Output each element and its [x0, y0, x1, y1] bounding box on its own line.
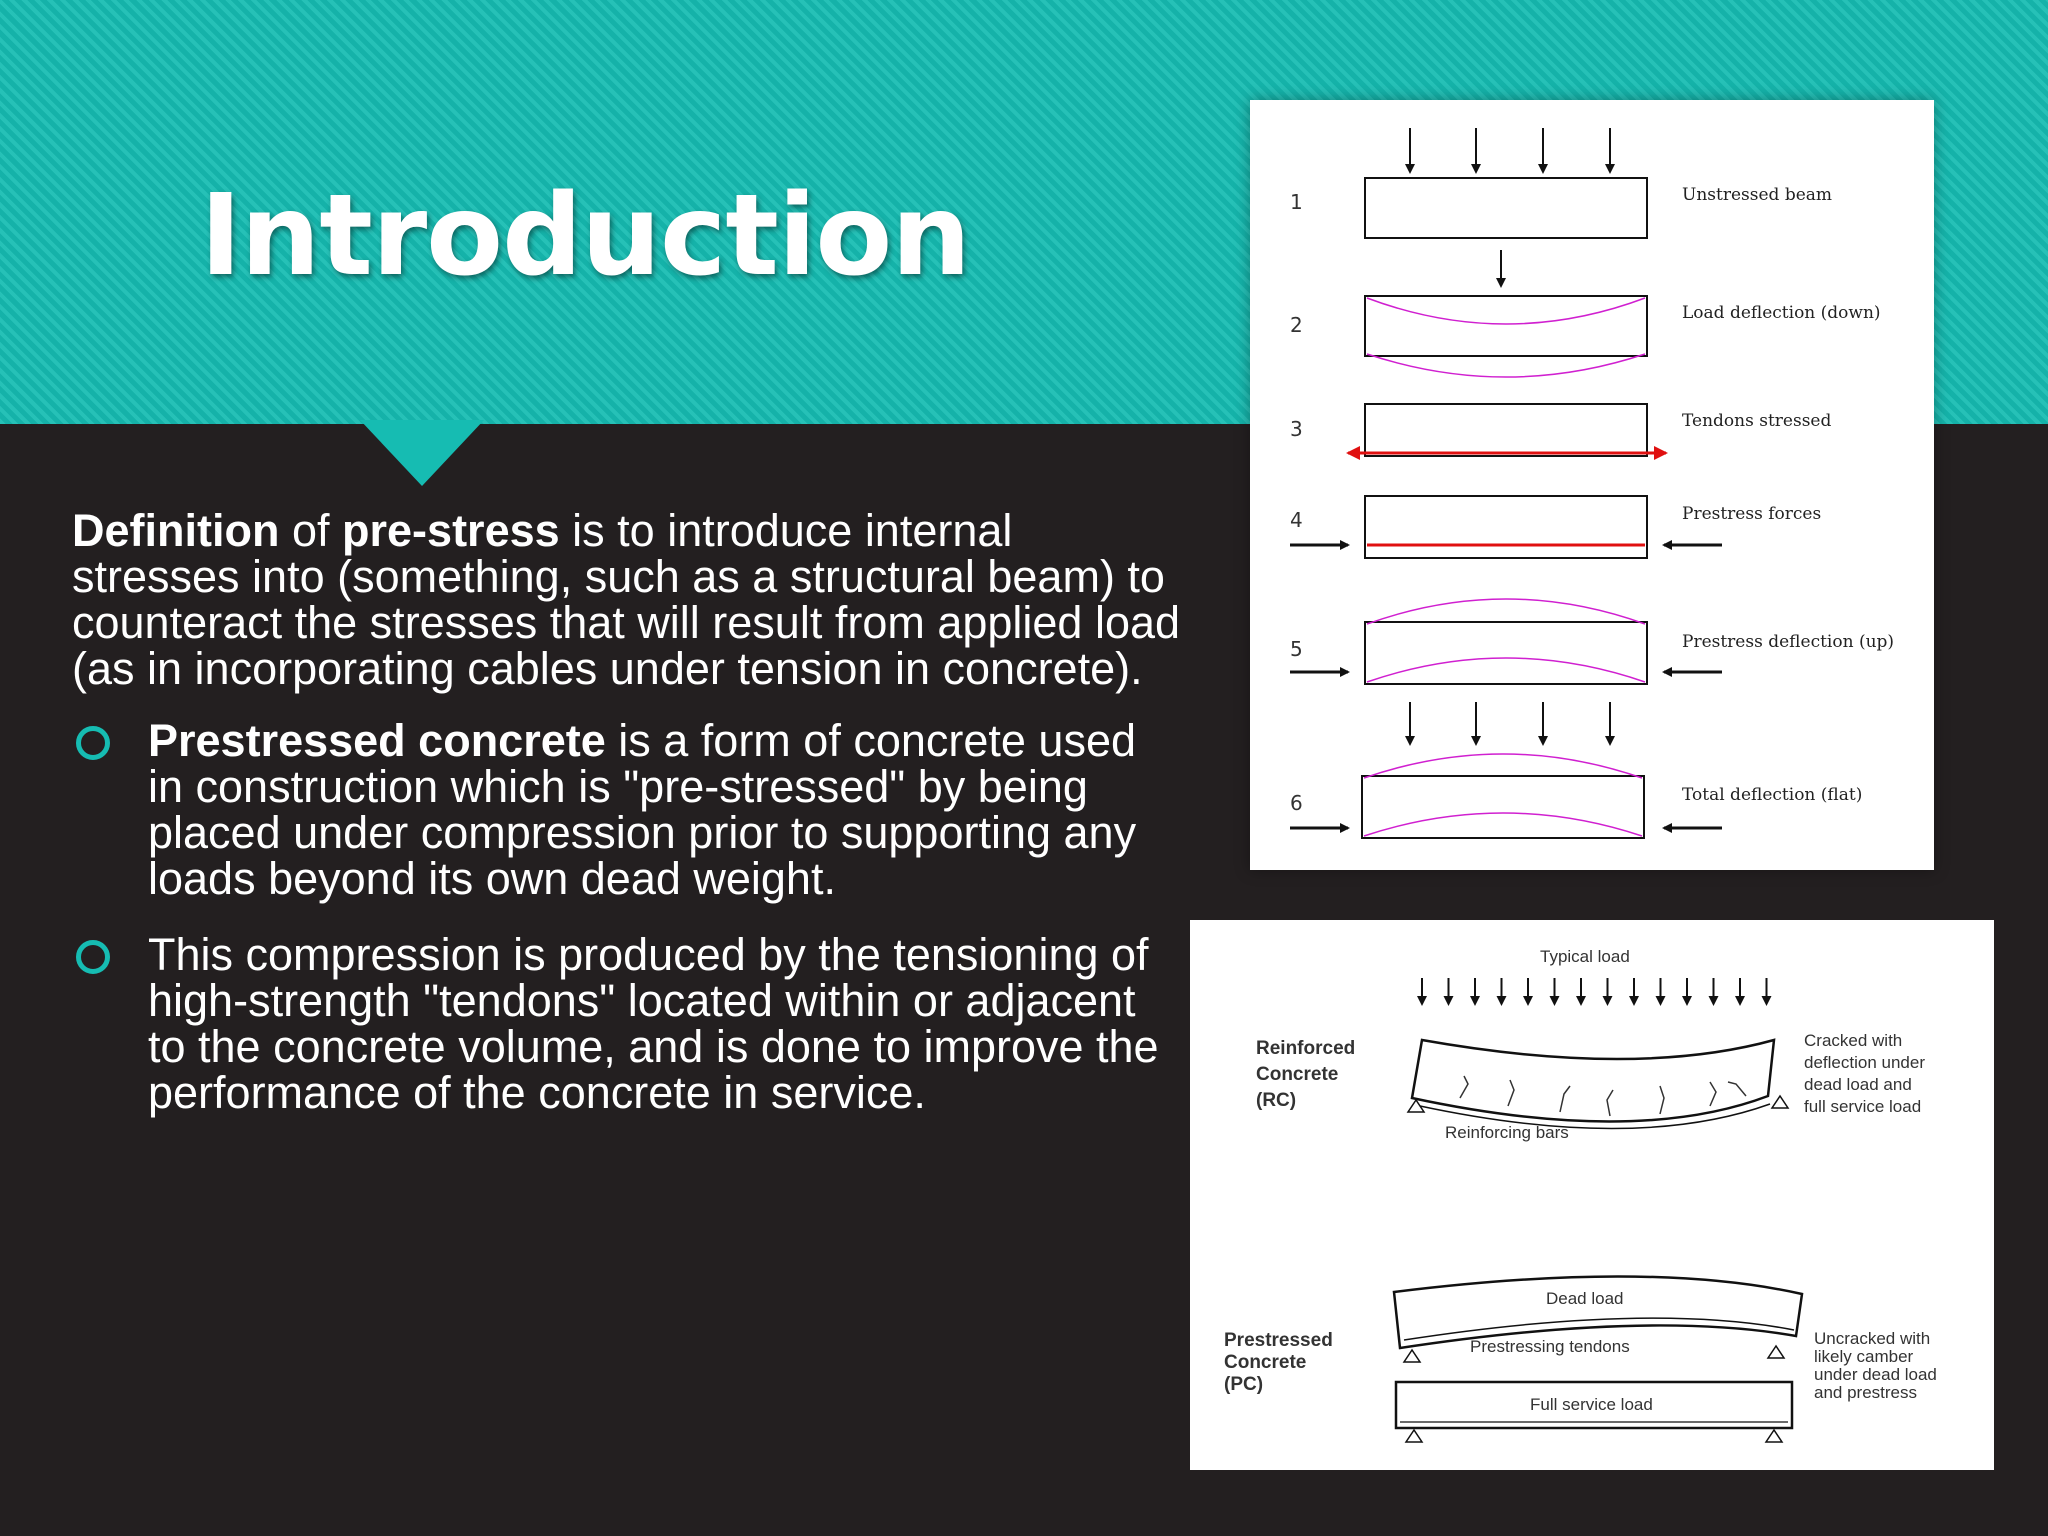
definition-term: Definition: [72, 505, 280, 556]
pc-note: and prestress: [1814, 1383, 1917, 1402]
prestress-beam: [1364, 495, 1648, 559]
prestressing-tendon-line: [1403, 1317, 1795, 1341]
reinforcing-bars-label: Reinforcing bars: [1445, 1123, 1569, 1142]
step-label: Prestress forces: [1682, 504, 1821, 524]
rc-note: deflection under: [1804, 1053, 1925, 1072]
pc-label: (PC): [1224, 1374, 1263, 1395]
reinforcing-bar-line: [1419, 1103, 1771, 1130]
tendon-beam: [1364, 403, 1648, 457]
typical-load-label: Typical load: [1540, 947, 1630, 966]
definition-text: is to introduce internal stresses into (…: [72, 505, 1181, 694]
load-arrow-head: [1496, 996, 1507, 1006]
rc-note: Cracked with: [1804, 1031, 1902, 1050]
pc-label: Concrete: [1224, 1352, 1306, 1373]
deflection-curve: [1366, 657, 1646, 683]
support-right: [1764, 1428, 1784, 1443]
bullet-bold: Prestressed concrete: [148, 715, 606, 766]
pc-note: likely camber: [1814, 1347, 1914, 1366]
step-label: Tendons stressed: [1682, 411, 1831, 431]
support-right: [1766, 1344, 1786, 1359]
bullet-item-prestressed-concrete: Prestressed concrete is a form of concre…: [72, 718, 1182, 902]
load-arrow-head: [1549, 996, 1560, 1006]
deflection-curve: [1366, 598, 1646, 625]
bullet-text: This compression is produced by the tens…: [148, 929, 1159, 1118]
load-arrow-head: [1655, 996, 1666, 1006]
bullet-item-compression: This compression is produced by the tens…: [72, 932, 1182, 1116]
deflection-curve: [1363, 812, 1643, 837]
rc-beam: [1410, 1038, 1776, 1123]
definition-subject: pre-stress: [342, 505, 560, 556]
pc-note: Uncracked with: [1814, 1329, 1930, 1348]
pc-beam-cambered: [1392, 1275, 1804, 1350]
rc-note: full service load: [1804, 1097, 1921, 1116]
step-number: 6: [1290, 791, 1303, 815]
down-load-arrows: [1405, 702, 1615, 746]
slide-title: Introduction: [200, 171, 971, 301]
bullet-ring-icon: [76, 940, 110, 974]
upward-deflection-beam: [1364, 621, 1648, 685]
step-label: Prestress deflection (up): [1682, 632, 1894, 652]
deflection-curve: [1366, 353, 1646, 378]
step-label: Total deflection (flat): [1682, 785, 1862, 805]
support-right: [1770, 1094, 1790, 1109]
pc-note: under dead load: [1814, 1365, 1937, 1384]
load-arrow-head: [1682, 996, 1692, 1006]
load-arrow-head: [1470, 996, 1480, 1006]
step-label: Load deflection (down): [1682, 303, 1881, 323]
deflection-curve: [1363, 753, 1643, 779]
load-arrow-head: [1629, 996, 1639, 1006]
rc-label: Reinforced: [1256, 1038, 1355, 1059]
step-number: 1: [1290, 190, 1303, 214]
load-arrow-head: [1576, 996, 1586, 1006]
step-number: 2: [1290, 313, 1303, 337]
rc-note: dead load and: [1804, 1075, 1912, 1094]
banner-pointer: [360, 420, 484, 486]
load-arrow-head: [1443, 996, 1454, 1006]
deflection-curve: [1366, 297, 1646, 325]
pc-label: Prestressed: [1224, 1330, 1333, 1351]
load-arrow-head: [1602, 996, 1613, 1006]
rc-label: Concrete: [1256, 1064, 1338, 1085]
load-arrow-head: [1708, 996, 1719, 1006]
crack-lines: [1459, 1075, 1747, 1117]
unstressed-beam: [1364, 177, 1648, 239]
step-number: 4: [1290, 508, 1303, 532]
dead-load-label: Dead load: [1546, 1289, 1624, 1308]
load-arrow-head: [1735, 996, 1745, 1006]
bullet-list: Prestressed concrete is a form of concre…: [72, 718, 1182, 1116]
support-left: [1406, 1098, 1426, 1113]
rc-vs-pc-figure: Typical load Reinforced Concrete (RC) Re…: [1190, 920, 1994, 1470]
definition-paragraph: Definition of pre-stress is to introduce…: [72, 508, 1182, 692]
slide-body: Definition of pre-stress is to introduce…: [72, 508, 1182, 1146]
load-arrow-head: [1523, 996, 1533, 1006]
bullet-ring-icon: [76, 726, 110, 760]
bullet-text: is a form of concrete used in constructi…: [148, 715, 1137, 904]
tendons-label: Prestressing tendons: [1470, 1337, 1630, 1356]
full-service-label: Full service load: [1530, 1395, 1653, 1414]
down-load-arrows: [1405, 128, 1615, 174]
prestress-sequence-figure: 1 Unstressed beam 2 Load deflection (dow…: [1250, 100, 1934, 870]
flat-beam: [1361, 775, 1645, 839]
definition-of: of: [291, 505, 330, 556]
pc-beam-flat: [1394, 1380, 1794, 1430]
step-number: 5: [1290, 637, 1303, 661]
step-number: 3: [1290, 417, 1303, 441]
support-left: [1402, 1348, 1422, 1363]
rc-label: (RC): [1256, 1090, 1296, 1111]
step-label: Unstressed beam: [1682, 185, 1832, 205]
load-arrow-head: [1417, 996, 1427, 1006]
load-deflection-beam: [1364, 295, 1648, 357]
support-left: [1404, 1428, 1424, 1443]
typical-load-arrows: [1417, 978, 1772, 1006]
load-arrow-head: [1761, 996, 1772, 1006]
